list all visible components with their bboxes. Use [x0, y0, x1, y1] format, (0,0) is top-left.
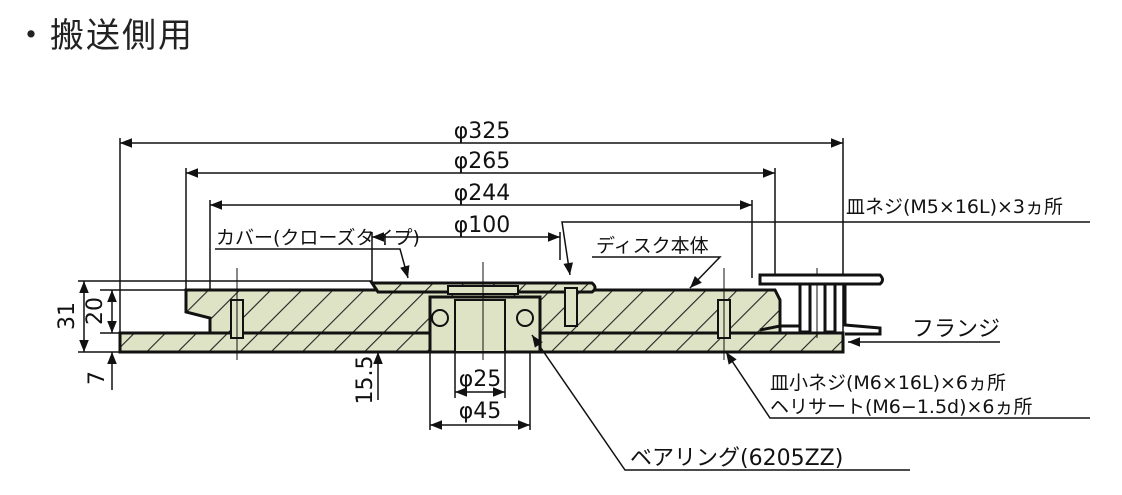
dim-45: φ45: [459, 399, 502, 424]
dimension-lines: [79, 138, 843, 430]
dim-15-5: 15.5: [353, 356, 378, 405]
dim-7: 7: [85, 371, 110, 385]
leader-lines: [215, 221, 1090, 471]
dim-244: φ244: [454, 181, 511, 206]
flange: [758, 273, 884, 336]
extension-lines: [78, 138, 844, 430]
label-small-screw: 皿小ネジ(M6×16L)×6ヵ所: [770, 372, 1006, 394]
dim-20: 20: [83, 297, 108, 325]
dim-100: φ100: [454, 213, 511, 238]
dim-31: 31: [55, 302, 80, 330]
dim-25: φ25: [459, 367, 502, 392]
dim-265: φ265: [454, 149, 511, 174]
dim-325: φ325: [454, 119, 511, 144]
label-cover: カバー(クローズタイプ): [216, 227, 420, 249]
label-disc-body: ディスク本体: [596, 235, 709, 257]
label-bearing: ベアリング(6205ZZ): [630, 446, 843, 471]
label-flat-screw: 皿ネジ(M5×16L)×3ヵ所: [846, 196, 1063, 218]
label-flange: フランジ: [912, 317, 1000, 342]
label-helisert: ヘリサート(M6−1.5d)×6ヵ所: [770, 396, 1033, 418]
page-title: ・搬送側用: [14, 16, 194, 56]
